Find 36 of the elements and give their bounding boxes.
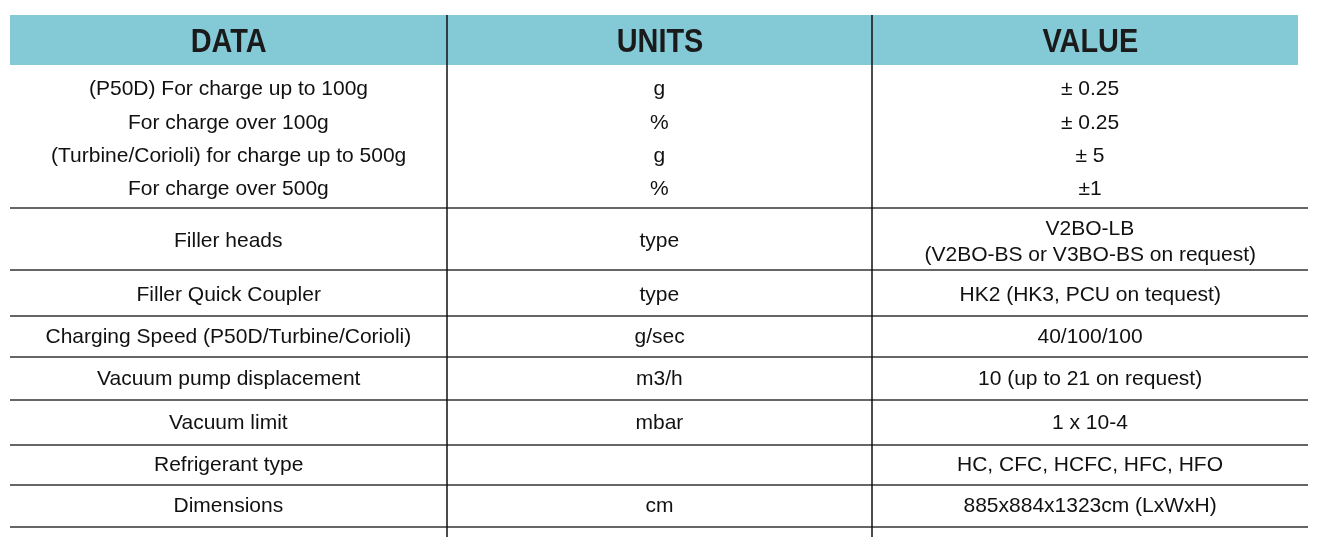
data-name-text: Refrigerant type bbox=[154, 452, 304, 476]
value-text: ± 5 bbox=[1075, 143, 1105, 167]
value-text: 10 (up to 21 on request) bbox=[978, 366, 1203, 390]
data-name-text: Filler heads bbox=[174, 228, 283, 252]
value-text: V2BO-LB bbox=[1045, 216, 1135, 240]
data-name-text: For charge over 500g bbox=[128, 176, 329, 200]
unit-text: % bbox=[650, 176, 669, 200]
data-name-text: (Turbine/Corioli) for charge up to 500g bbox=[51, 143, 407, 167]
unit-text: mbar bbox=[635, 410, 684, 434]
column-heading: VALUE bbox=[1041, 20, 1138, 60]
value-text: 885x884x1323cm (LxWxH) bbox=[963, 493, 1217, 517]
data-name-text: Vacuum limit bbox=[169, 410, 288, 434]
column-heading: UNITS bbox=[616, 20, 703, 60]
value-text: 40/100/100 bbox=[1037, 324, 1143, 348]
value-text: 1 x 10-4 bbox=[1052, 410, 1128, 434]
unit-text: type bbox=[639, 282, 680, 306]
unit-text: cm bbox=[645, 493, 674, 517]
value-text: ±1 bbox=[1078, 176, 1102, 200]
data-name-text: (P50D) For charge up to 100g bbox=[89, 76, 368, 100]
value-text: ± 0.25 bbox=[1061, 110, 1120, 134]
value-text: HC, CFC, HCFC, HFC, HFO bbox=[957, 452, 1223, 476]
column-heading: DATA bbox=[190, 20, 267, 60]
unit-text: m3/h bbox=[636, 366, 683, 390]
data-name-text: Vacuum pump displacement bbox=[97, 366, 361, 390]
unit-text: g bbox=[653, 76, 666, 100]
data-name-text: For charge over 100g bbox=[128, 110, 329, 134]
data-name-text: Dimensions bbox=[173, 493, 284, 517]
value-text: (V2BO-BS or V3BO-BS on request) bbox=[924, 242, 1256, 266]
unit-text: type bbox=[639, 228, 680, 252]
unit-text: g/sec bbox=[634, 324, 685, 348]
value-text: ± 0.25 bbox=[1061, 76, 1120, 100]
unit-text: g bbox=[653, 143, 666, 167]
value-text: HK2 (HK3, PCU on tequest) bbox=[959, 282, 1221, 306]
unit-text: % bbox=[650, 110, 669, 134]
data-name-text: Charging Speed (P50D/Turbine/Corioli) bbox=[45, 324, 412, 348]
data-name-text: Filler Quick Coupler bbox=[136, 282, 321, 306]
